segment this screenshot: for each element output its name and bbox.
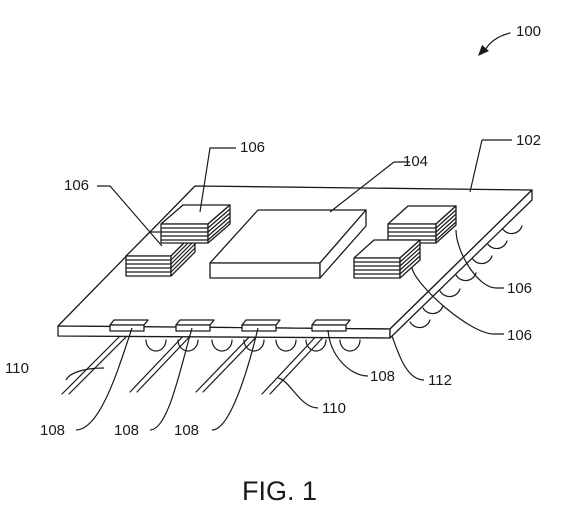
- ref-label-106-top: 106: [240, 139, 265, 156]
- ref-label-104: 104: [403, 153, 428, 170]
- central-die-104: [209, 209, 367, 279]
- chip-stack-right-upper: [387, 205, 457, 244]
- leader-lines: [65, 139, 512, 431]
- ref-label-112: 112: [428, 372, 452, 389]
- ref-label-110-bottom: 110: [322, 400, 346, 417]
- ref-label-110-left: 110: [5, 360, 29, 377]
- ref-label-108-right: 108: [370, 368, 395, 385]
- chip-stack-right-lower: [353, 239, 421, 279]
- ref-label-108-a: 108: [40, 422, 65, 439]
- ref-label-108-c: 108: [174, 422, 199, 439]
- ref-label-106-right-lower: 106: [507, 327, 532, 344]
- bond-pads: [109, 319, 351, 332]
- ref-label-100: 100: [516, 23, 541, 40]
- chip-stack-top: [160, 204, 231, 244]
- solder-balls-side: [409, 225, 523, 329]
- ref-label-102: 102: [516, 132, 541, 149]
- ref-label-106-left: 106: [64, 177, 89, 194]
- ref-label-106-right-upper: 106: [507, 280, 532, 297]
- assembly-indicator-arrow: [478, 32, 511, 56]
- solder-balls-front: [145, 339, 361, 352]
- wire-bundle-110: [61, 329, 331, 395]
- ref-label-108-b: 108: [114, 422, 139, 439]
- figure-caption: FIG. 1: [242, 476, 317, 506]
